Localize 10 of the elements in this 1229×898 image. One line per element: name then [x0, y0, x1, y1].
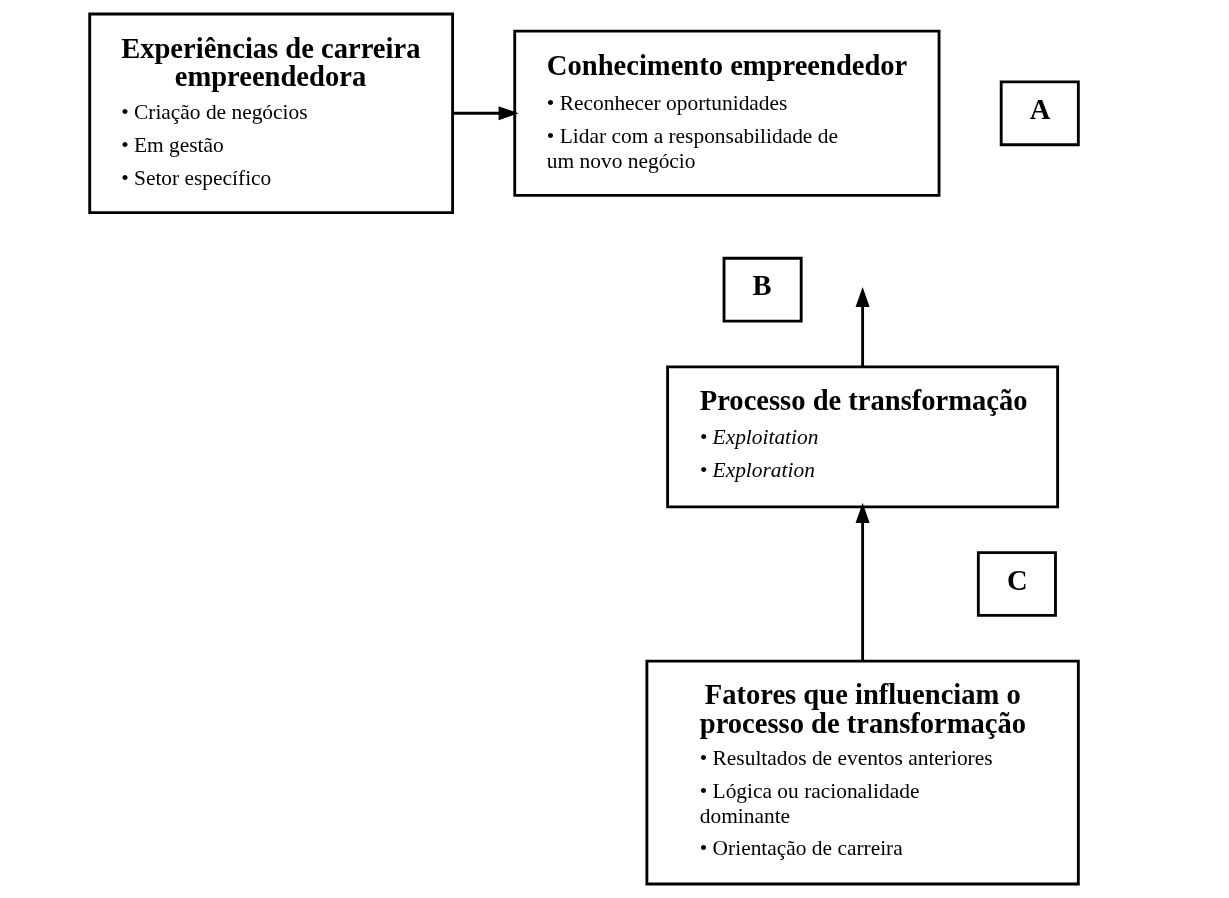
- node-box: Fatores que influenciam o processo de transformação • Resultados de eventos anteriores • Lógica ou racionalidade dominante • Orientação de carreira: [644, 659, 1080, 886]
- node-box: A: [999, 80, 1080, 147]
- arrow: [855, 286, 870, 367]
- node-box: C: [976, 551, 1057, 617]
- node-box: B: [722, 256, 803, 323]
- node-box: Processo de transformação • Exploitation • Exploration: [665, 365, 1059, 509]
- arrow: [452, 106, 519, 121]
- node-box: Experiências de carreira empreendedora • Criação de negócios • Em gestão • Setor específico: [87, 12, 454, 214]
- arrow: [855, 502, 870, 661]
- node-box: Conhecimento empreendedor • Reconhecer oportunidades • Lidar com a responsabilidade de um novo negócio: [512, 29, 940, 197]
